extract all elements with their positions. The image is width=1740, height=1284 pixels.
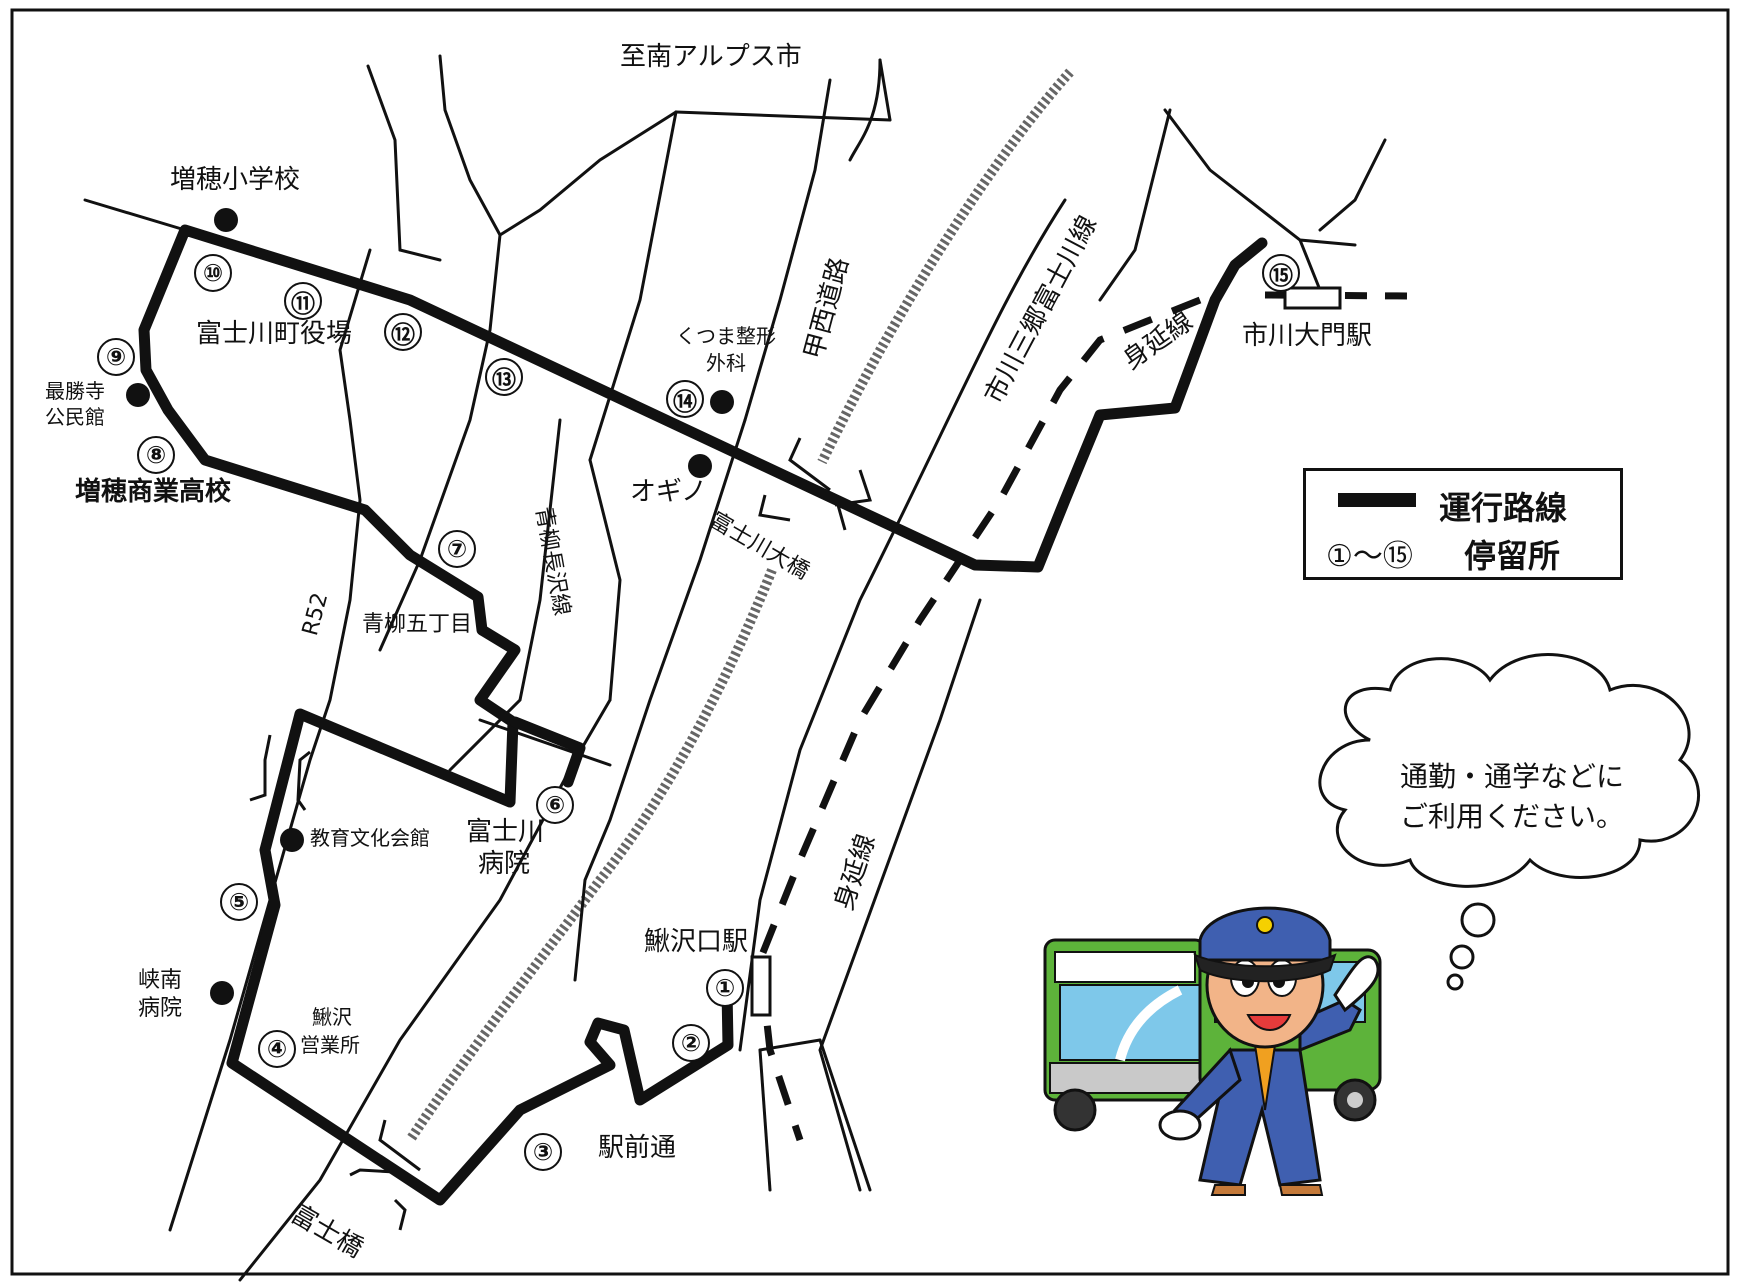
- stop-10: ⑩: [194, 254, 232, 292]
- stop-13: ⑬: [485, 358, 523, 396]
- river: [405, 68, 1074, 1143]
- stop-7: ⑦: [438, 530, 476, 568]
- driver-illustration: [1158, 906, 1380, 1196]
- top-destination-label: 至南アルプス市: [620, 42, 802, 72]
- ichikawadaimon-station-box: [1283, 286, 1342, 310]
- bubble-text: 通勤・通学などに ご利用ください。: [1400, 757, 1624, 837]
- bus-route: [138, 224, 1268, 1206]
- label-masuho-elementary: 増穂小学校: [170, 165, 301, 195]
- label-culture-hall: 教育文化会館: [310, 826, 430, 850]
- minobu-railway-east: [1264, 291, 1411, 300]
- dot-masuho-elementary: [214, 208, 238, 232]
- stop-12: ⑫: [384, 313, 422, 351]
- label-ogino: オギノ: [630, 477, 707, 507]
- stop-8: ⑧: [137, 436, 175, 474]
- label-kajikazawaguchi-station: 鰍沢口駅: [644, 927, 749, 957]
- stop-2: ②: [672, 1024, 710, 1062]
- dot-kyonan: [210, 981, 234, 1005]
- label-aoyagi-5: 青柳五丁目: [362, 612, 473, 637]
- dot-ogino: [688, 454, 712, 478]
- landmark-dots: [126, 208, 734, 1005]
- bus-route-spur: [509, 716, 586, 788]
- legend-route-label: 運行路線: [1439, 489, 1568, 527]
- label-town-office: 富士川町役場: [196, 319, 353, 349]
- label-masuho-commercial: 増穂商業高校: [75, 477, 232, 507]
- dot-culture-hall: [280, 828, 304, 852]
- bubble-line-1: 通勤・通学などに: [1400, 760, 1625, 793]
- label-kajikazawa-office-1: 鰍沢: [312, 1005, 352, 1029]
- label-ekimae: 駅前通: [598, 1133, 677, 1163]
- bubble-line-2: ご利用ください。: [1400, 800, 1625, 833]
- label-kyonan-2: 病院: [138, 996, 183, 1021]
- label-ichikawadaimon-station: 市川大門駅: [1242, 321, 1373, 351]
- stop-1: ①: [706, 969, 744, 1007]
- stop-14: ⑭: [666, 380, 704, 418]
- legend: 運行路線 ①～⑮ 停留所: [1303, 468, 1623, 580]
- legend-stops-label: 停留所: [1464, 537, 1561, 575]
- stop-5: ⑤: [220, 883, 258, 921]
- thought-bubble: [1318, 653, 1700, 991]
- legend-route-swatch: [1338, 493, 1416, 507]
- label-kutsuma-2: 外科: [706, 351, 746, 375]
- dot-saishoji: [126, 383, 150, 407]
- label-fujikawa-hospital-1: 富士川: [466, 817, 545, 847]
- stop-15: ⑮: [1262, 254, 1300, 292]
- stop-6: ⑥: [536, 786, 574, 824]
- label-fujikawa-hospital-2: 病院: [478, 849, 531, 879]
- dot-kutsuma: [710, 390, 734, 414]
- legend-stops-range: ①～⑮: [1326, 539, 1413, 574]
- map-frame: [10, 8, 1730, 1276]
- kajikazawaguchi-station-box: [750, 955, 772, 1017]
- stop-9: ⑨: [97, 338, 135, 376]
- label-saishoji-1: 最勝寺: [45, 379, 105, 403]
- stop-4: ④: [258, 1030, 296, 1068]
- label-saishoji-2: 公民館: [45, 405, 105, 429]
- stop-3: ③: [524, 1133, 562, 1171]
- label-kutsuma-1: くつま整形: [676, 324, 776, 348]
- label-kajikazawa-office-2: 営業所: [300, 1033, 360, 1057]
- label-kyonan-1: 峡南: [138, 968, 183, 993]
- stop-11: ⑪: [284, 282, 322, 320]
